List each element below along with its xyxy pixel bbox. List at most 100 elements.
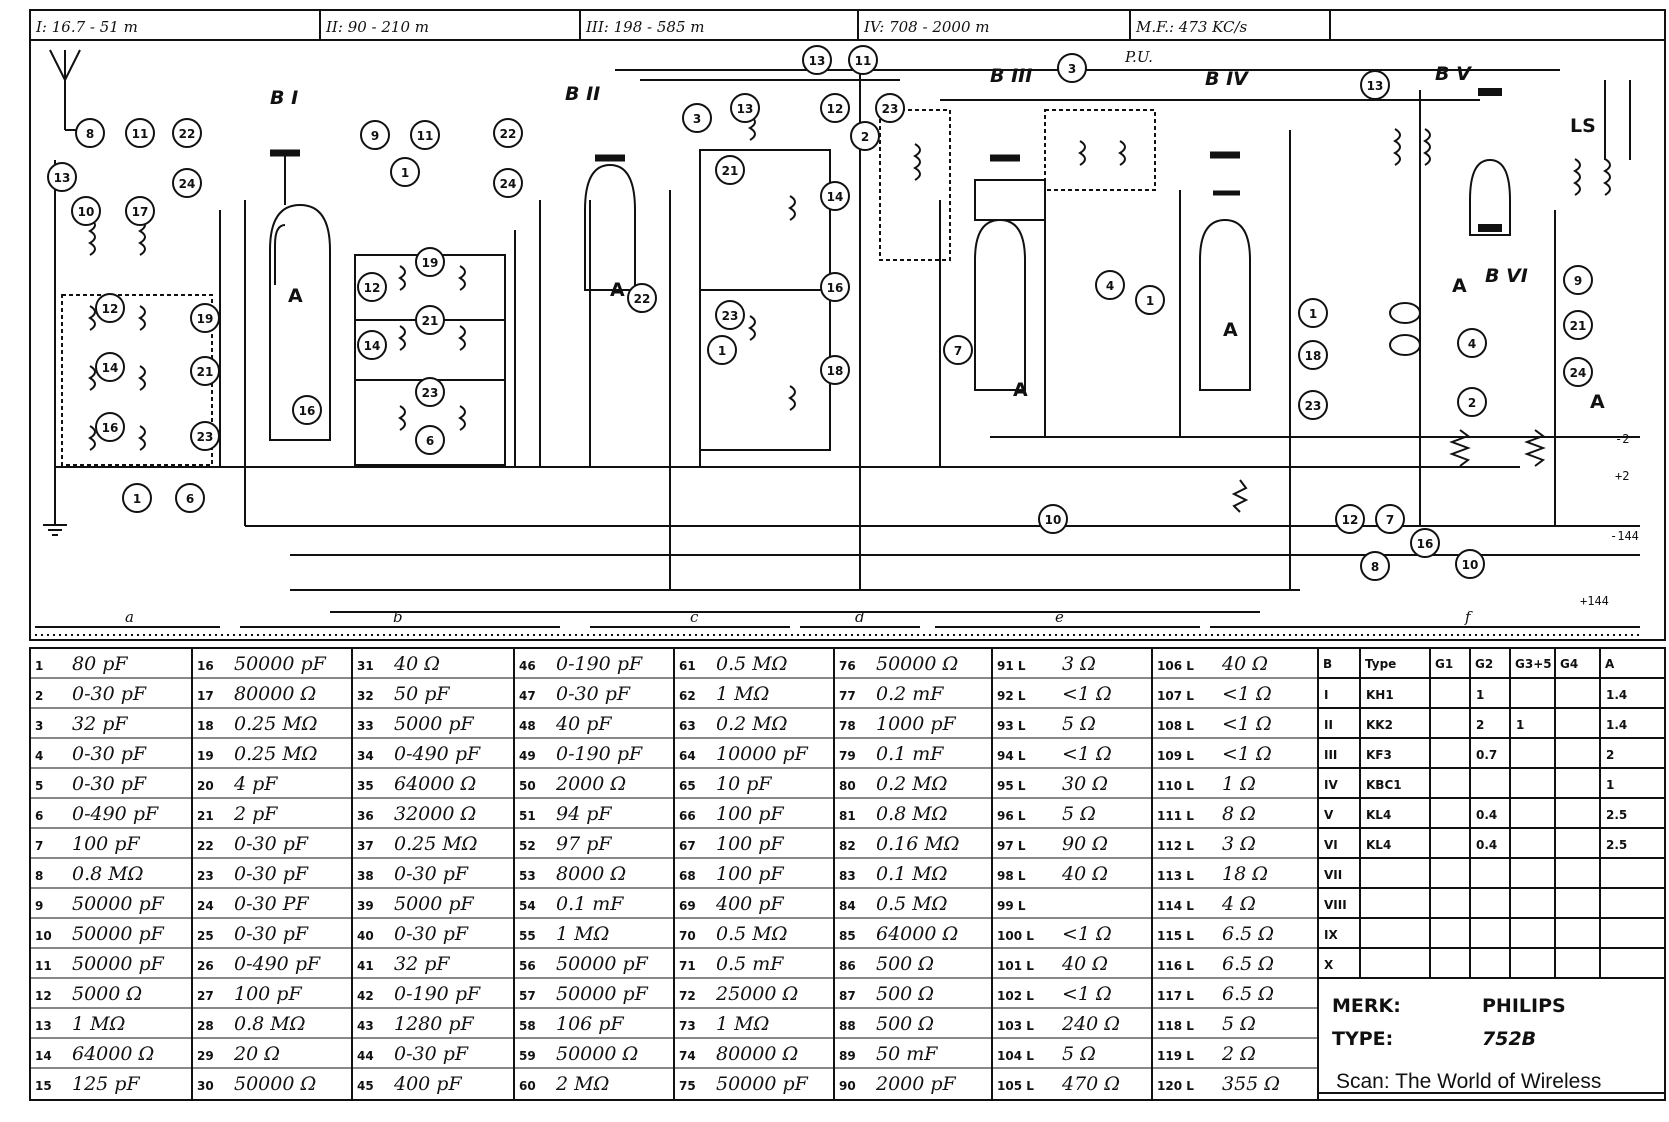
node-number: 22: [500, 127, 517, 141]
part-value: 1 Ω: [1222, 773, 1256, 795]
part-number: 48: [519, 719, 536, 733]
tube-table-cell: KK2: [1366, 718, 1393, 732]
part-value: 32 pF: [394, 953, 450, 975]
node-number: 10: [78, 205, 95, 219]
tube-table-cell: 2: [1606, 748, 1614, 762]
part-number: 21: [197, 809, 214, 823]
part-number: 6: [35, 809, 43, 823]
node-marker: [802, 45, 832, 75]
part-number: 1: [35, 659, 43, 673]
part-number: 60: [519, 1079, 536, 1093]
part-value: 50000 Ω: [876, 653, 958, 675]
part-number: 111 L: [1157, 809, 1194, 823]
part-value: 400 pF: [715, 893, 784, 915]
part-number: 19: [197, 749, 214, 763]
part-value: 0-490 pF: [72, 803, 159, 825]
part-value: 0.2 MΩ: [876, 773, 947, 795]
node-number: 13: [809, 54, 826, 68]
node-marker: [730, 93, 760, 123]
node-number: 14: [102, 361, 119, 375]
part-number: 12: [35, 989, 52, 1003]
part-value: 0.1 mF: [556, 893, 624, 915]
node-marker: [820, 93, 850, 123]
node-number: 16: [827, 281, 844, 295]
part-number: 49: [519, 749, 536, 763]
node-marker: [125, 196, 155, 226]
part-value: 4 pF: [233, 773, 278, 795]
node-number: 17: [132, 205, 149, 219]
part-value: 2000 Ω: [555, 773, 626, 795]
node-number: 13: [1367, 79, 1384, 93]
part-value: 50000 pF: [72, 923, 165, 945]
node-marker: [175, 483, 205, 513]
tube-label-3: B III: [990, 65, 1032, 87]
tube-table-cell: VIII: [1324, 898, 1347, 912]
part-value: 0.8 MΩ: [234, 1013, 305, 1035]
part-value: 97 pF: [556, 833, 612, 855]
tube-label-2: B II: [565, 83, 600, 105]
part-value: 0-30 pF: [394, 1043, 469, 1065]
part-value: 0-30 pF: [72, 773, 147, 795]
anode-label-6: A: [1590, 391, 1605, 413]
node-number: 13: [54, 171, 71, 185]
part-value: 106 pF: [556, 1013, 624, 1035]
part-number: 109 L: [1157, 749, 1194, 763]
part-value: 10 pF: [716, 773, 772, 795]
part-number: 90: [839, 1079, 856, 1093]
part-value: 0.25 MΩ: [394, 833, 478, 855]
node-marker: [1095, 270, 1125, 300]
node-marker: [190, 303, 220, 333]
part-number: 83: [839, 869, 856, 883]
part-number: 50: [519, 779, 536, 793]
node-marker: [848, 45, 878, 75]
part-number: 119 L: [1157, 1049, 1194, 1063]
part-number: 45: [357, 1079, 374, 1093]
section-label: b: [393, 608, 403, 626]
tube-table-cell: KL4: [1366, 808, 1391, 822]
tube-table-cell: KF3: [1366, 748, 1392, 762]
part-value: 32 pF: [72, 713, 128, 735]
node-marker: [357, 330, 387, 360]
node-number: 8: [1371, 560, 1379, 574]
node-number: 10: [1045, 513, 1062, 527]
anode-label-3: A: [1223, 319, 1238, 341]
node-marker: [1563, 357, 1593, 387]
node-number: 12: [827, 102, 844, 116]
node-number: 23: [1305, 399, 1322, 413]
node-number: 6: [186, 492, 194, 506]
part-value: 4 Ω: [1221, 893, 1256, 915]
part-value: 94 pF: [556, 803, 612, 825]
node-marker: [820, 355, 850, 385]
part-number: 91 L: [997, 659, 1026, 673]
part-number: 64: [679, 749, 696, 763]
part-number: 17: [197, 689, 214, 703]
node-marker: [850, 121, 880, 151]
node-marker: [47, 162, 77, 192]
part-value: 40 pF: [555, 713, 612, 735]
node-number: 4: [1468, 337, 1476, 351]
part-value: 0-30 PF: [234, 893, 310, 915]
node-marker: [1455, 549, 1485, 579]
part-value: 50000 pF: [716, 1073, 809, 1095]
node-marker: [875, 93, 905, 123]
node-number: 2: [1468, 396, 1476, 410]
part-value: 0-30 pF: [72, 743, 147, 765]
node-number: 23: [197, 430, 214, 444]
node-number: 12: [364, 281, 381, 295]
part-value: 400 pF: [393, 1073, 462, 1095]
part-number: 70: [679, 929, 696, 943]
node-marker: [360, 120, 390, 150]
part-value: <1 Ω: [1062, 923, 1112, 945]
part-value: 40 Ω: [393, 653, 440, 675]
node-marker: [71, 196, 101, 226]
node-marker: [1563, 265, 1593, 295]
tube-table-cell: 2.5: [1606, 808, 1627, 822]
part-number: 105 L: [997, 1079, 1034, 1093]
part-number: 100 L: [997, 929, 1034, 943]
node-number: 3: [1068, 62, 1076, 76]
node-number: 11: [855, 54, 872, 68]
node-marker: [125, 118, 155, 148]
part-number: 114 L: [1157, 899, 1194, 913]
node-marker: [943, 335, 973, 365]
